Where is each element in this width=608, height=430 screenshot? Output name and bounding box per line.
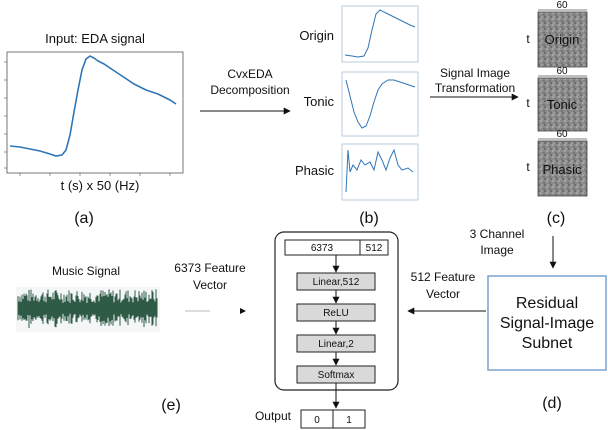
image-width-label-3: 60 — [556, 129, 568, 140]
caption-a: (a) — [74, 210, 94, 227]
image-height-label: t — [526, 32, 530, 46]
panel-e: Music Signal 6373 Feature Vector (e) — [16, 261, 246, 414]
arrow-e-head — [240, 308, 246, 314]
phasic-plot-frame — [341, 143, 419, 201]
panel-c: 60 Origin t 60 Tonic t 60 Phasic t (c) — [526, 0, 588, 227]
eda-plot-ticks — [4, 61, 171, 176]
music-waveform — [17, 289, 158, 328]
eda-plot-title: Input: EDA signal — [45, 31, 145, 46]
output-value-0: 0 — [314, 415, 320, 426]
origin-label: Origin — [299, 28, 334, 43]
transform-label-1: Signal Image — [440, 66, 510, 80]
fusion-network: 6373 512 Linear,512 ReLU Linear,2 Softma… — [255, 231, 399, 429]
caption-e: (e) — [161, 397, 181, 414]
music-signal-label: Music Signal — [52, 264, 120, 278]
three-channel-label-1: 3 Channel — [470, 227, 525, 241]
phasic-label: Phasic — [295, 163, 335, 178]
eda-plot-frame — [6, 51, 184, 174]
layer-linear-512-label: Linear,512 — [313, 277, 360, 288]
origin-image-label: Origin — [545, 32, 580, 47]
concat-right-label: 512 — [366, 243, 383, 254]
origin-plot-frame — [341, 5, 419, 63]
panel-d: 3 Channel Image Residual Signal-Image Su… — [407, 227, 607, 412]
three-channel-label-2: Image — [480, 243, 514, 257]
layer-softmax-label: Softmax — [318, 370, 355, 381]
phasic-image-label: Phasic — [542, 162, 582, 177]
image-height-label-2: t — [526, 96, 530, 110]
tonic-signal-line — [345, 79, 416, 129]
feature-6373-label-1: 6373 Feature — [174, 261, 246, 275]
tonic-image — [537, 77, 588, 132]
layer-relu-label: ReLU — [323, 308, 349, 319]
decomposition-label-2: Decomposition — [210, 83, 289, 97]
feature-512-label-1: 512 Feature — [411, 270, 476, 284]
caption-c: (c) — [547, 210, 566, 227]
subnet-line-1: Residual — [516, 295, 578, 312]
transform-label-2: Transformation — [435, 81, 515, 95]
residual-subnet-box — [487, 275, 607, 371]
decomposition-label-1: CvxEDA — [227, 67, 272, 81]
image-height-label-3: t — [526, 160, 530, 174]
eda-plot-xlabel: t (s) x 50 (Hz) — [61, 178, 140, 193]
caption-b: (b) — [359, 210, 379, 227]
eda-signal-line — [9, 55, 177, 157]
subnet-line-2: Signal-Image — [500, 315, 594, 332]
output-label: Output — [255, 409, 292, 423]
origin-signal-line — [344, 9, 416, 58]
tonic-plot-frame — [341, 71, 419, 137]
image-width-label-2: 60 — [556, 66, 568, 77]
tonic-image-label: Tonic — [547, 97, 578, 112]
panel-a: Input: EDA signal t (s) x 50 (Hz) (a) — [4, 31, 184, 227]
feature-6373-label-2: Vector — [193, 278, 227, 292]
subnet-line-3: Subnet — [522, 335, 573, 352]
concat-left-label: 6373 — [311, 243, 334, 254]
panel-b: Origin Tonic Phasic (b) — [295, 5, 419, 227]
origin-image — [537, 11, 588, 68]
output-value-1: 1 — [346, 415, 352, 426]
phasic-image — [537, 140, 588, 197]
tonic-label: Tonic — [304, 94, 335, 109]
feature-512-label-2: Vector — [426, 287, 460, 301]
caption-d: (d) — [542, 395, 562, 412]
image-width-label: 60 — [556, 0, 568, 11]
phasic-signal-line — [345, 148, 414, 193]
layer-linear-2-label: Linear,2 — [318, 339, 354, 350]
